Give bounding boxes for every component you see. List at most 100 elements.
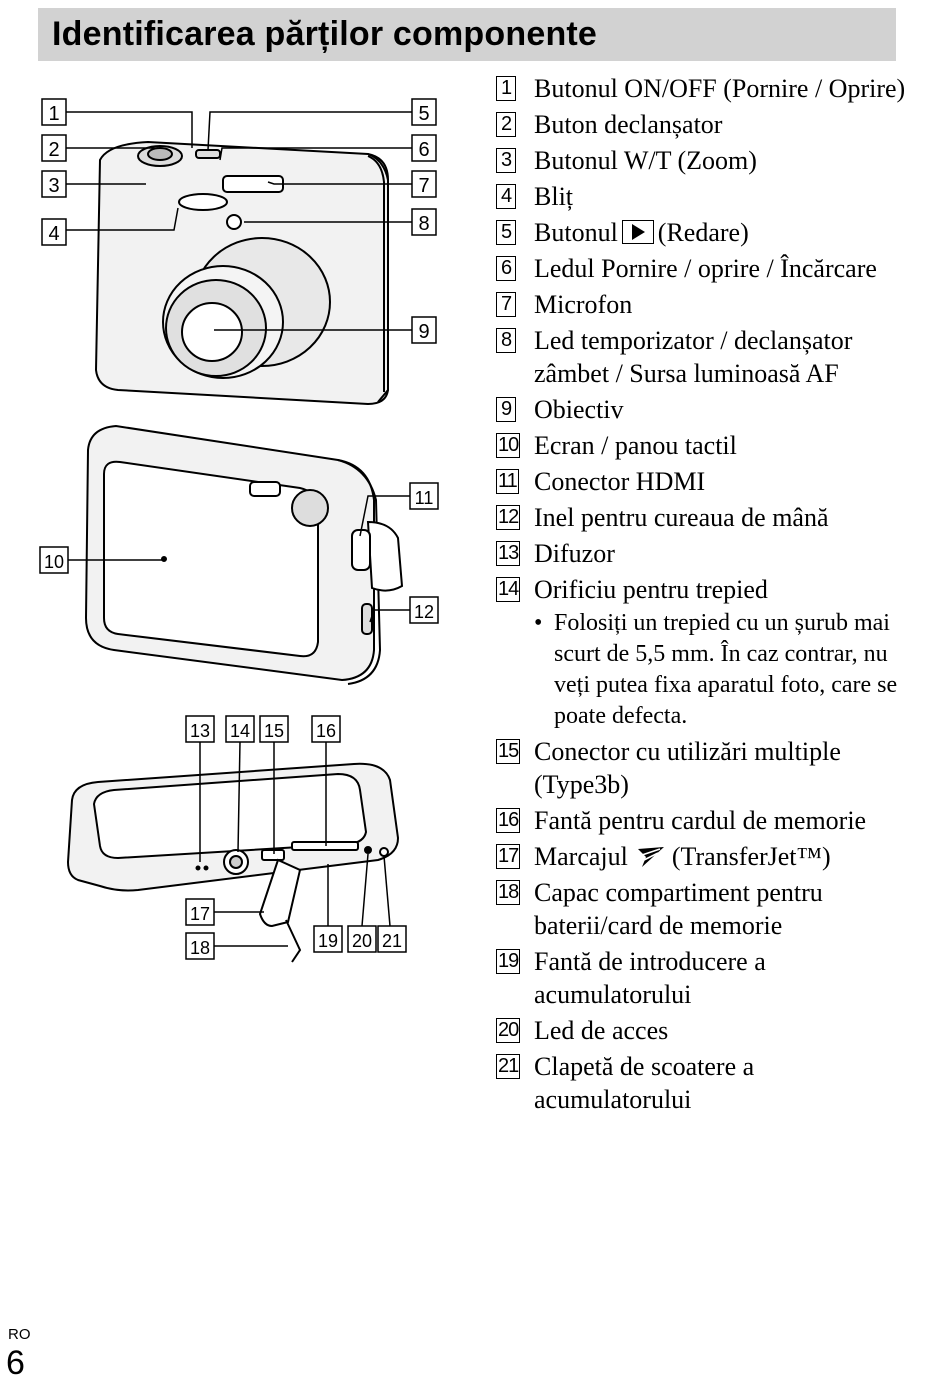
item-number: 9 [496, 397, 516, 422]
transferjet-icon [637, 847, 664, 867]
item-label: Microfon [534, 290, 633, 319]
list-item: 17 Marcajul (TransferJet™) [496, 840, 916, 873]
item-number: 4 [496, 184, 516, 209]
item-number: 16 [496, 808, 521, 833]
svg-text:11: 11 [415, 488, 434, 508]
item-label-suffix: (TransferJet™) [671, 842, 831, 871]
item-number: 12 [496, 505, 521, 530]
item-label: Difuzor [534, 539, 615, 568]
svg-text:17: 17 [190, 904, 210, 924]
callout-3: 3 [41, 170, 67, 198]
callout-16: 16 [311, 715, 341, 743]
item-number: 19 [496, 949, 521, 974]
callout-6: 6 [411, 134, 437, 162]
callout-12: 12 [409, 596, 439, 624]
svg-text:20: 20 [352, 931, 372, 951]
item-number: 11 [496, 469, 519, 494]
callout-8: 8 [411, 208, 437, 236]
item-number: 2 [496, 112, 516, 137]
item-label: Capac compartiment pentru baterii/card d… [534, 878, 823, 940]
language-code: RO [8, 1326, 31, 1343]
camera-front-view [94, 140, 389, 406]
svg-text:1: 1 [48, 103, 59, 125]
list-item: 3 Butonul W/T (Zoom) [496, 144, 916, 177]
callout-9: 9 [411, 316, 437, 344]
svg-text:13: 13 [190, 721, 210, 741]
svg-text:12: 12 [414, 602, 434, 622]
callout-21: 21 [377, 925, 407, 953]
item-number: 10 [496, 433, 521, 458]
callout-7: 7 [411, 170, 437, 198]
item-number: 21 [496, 1054, 521, 1079]
playback-icon [621, 220, 654, 244]
svg-text:3: 3 [48, 175, 59, 197]
diagram-callouts: 1 2 3 4 5 6 7 8 9 10 11 12 13 14 15 16 1… [39, 98, 439, 960]
item-label: Orificiu pentru trepied [534, 575, 768, 604]
svg-text:5: 5 [418, 103, 429, 125]
svg-text:2: 2 [48, 139, 59, 161]
callout-14: 14 [225, 715, 255, 743]
item-label: Marcajul [534, 842, 628, 871]
item-number: 8 [496, 328, 516, 353]
list-item: 16 Fantă pentru cardul de memorie [496, 804, 916, 837]
bullet-icon: • [534, 610, 543, 636]
callout-1: 1 [41, 98, 67, 126]
callout-4: 4 [41, 218, 67, 246]
callout-15: 15 [259, 715, 289, 743]
item-number: 17 [496, 844, 521, 869]
list-item: 13 Difuzor [496, 537, 916, 570]
callout-10: 10 [39, 546, 69, 574]
item-number: 13 [496, 541, 521, 566]
svg-text:10: 10 [44, 552, 64, 572]
item-label: Buton declanșator [534, 110, 723, 139]
camera-diagram: 1 2 3 4 5 6 7 8 9 10 11 12 13 14 15 16 1… [39, 98, 439, 963]
item-label: Ecran / panou tactil [534, 431, 737, 460]
item-label: Inel pentru cureaua de mână [534, 503, 829, 532]
item-label: Conector HDMI [534, 467, 706, 496]
svg-text:8: 8 [418, 213, 429, 235]
item-label: Butonul ON/OFF (Pornire / Oprire) [534, 74, 906, 103]
list-item: 15 Conector cu utilizări multiple (Type3b… [496, 735, 916, 801]
item-number: 20 [496, 1018, 521, 1043]
item-number: 15 [496, 739, 521, 764]
svg-text:9: 9 [418, 321, 429, 343]
item-label: Led temporizator / declanșator zâmbet / … [534, 326, 853, 388]
page-number: 6 [6, 1344, 25, 1382]
item-number: 7 [496, 292, 516, 317]
list-item: 10 Ecran / panou tactil [496, 429, 916, 462]
callout-20: 20 [347, 925, 377, 953]
svg-text:19: 19 [318, 931, 338, 951]
svg-text:4: 4 [48, 223, 59, 245]
item-label: Butonul W/T (Zoom) [534, 146, 757, 175]
svg-text:14: 14 [230, 721, 250, 741]
page-title: Identificarea părților componente [52, 15, 598, 53]
item-label: Conector cu utilizări multiple (Type3b) [534, 737, 841, 799]
svg-text:6: 6 [418, 139, 429, 161]
svg-text:15: 15 [264, 721, 284, 741]
list-item: 7 Microfon [496, 288, 916, 321]
list-item: 12 Inel pentru cureaua de mână [496, 501, 916, 534]
list-item: 2 Buton declanșator [496, 108, 916, 141]
note-text: Folosiți un trepied cu un șurub mai scur… [554, 610, 898, 729]
item-label: Butonul [534, 218, 618, 247]
item-label: Ledul Pornire / oprire / Încărcare [534, 254, 877, 283]
callout-2: 2 [41, 134, 67, 162]
item-label: Fantă pentru cardul de memorie [534, 806, 867, 835]
svg-text:16: 16 [316, 721, 336, 741]
item-label: Bliț [534, 182, 574, 211]
list-item: 8 Led temporizator / declanșator zâmbet /… [496, 324, 916, 390]
list-item: 1 Butonul ON/OFF (Pornire / Oprire) [496, 72, 916, 105]
item-number: 1 [496, 76, 516, 101]
svg-text:18: 18 [190, 938, 210, 958]
item-number: 3 [496, 148, 516, 173]
callout-18: 18 [185, 932, 215, 960]
